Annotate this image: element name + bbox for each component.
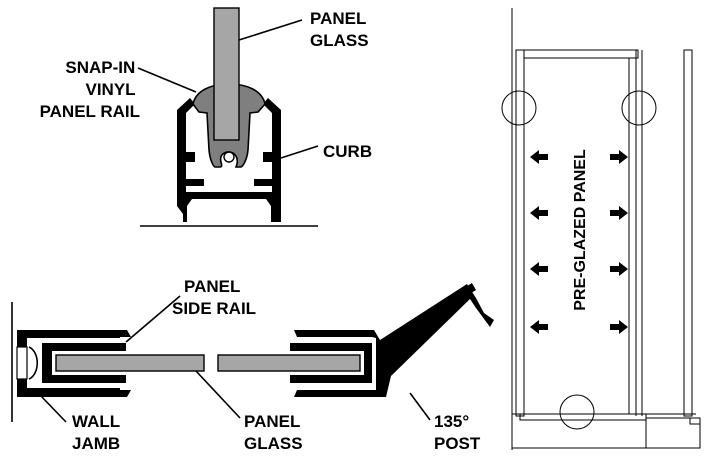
arrow-right-icon bbox=[610, 150, 628, 164]
arrow-left-icon bbox=[530, 206, 548, 220]
arrows-right bbox=[610, 150, 628, 334]
detail-circle-left bbox=[501, 90, 537, 126]
panel-side-rail-right bbox=[290, 343, 372, 383]
pre-glazed-panel bbox=[523, 57, 630, 415]
label-curb: CURB bbox=[323, 142, 372, 161]
label-wall-jamb: WALL JAMB bbox=[72, 412, 125, 453]
panel-glass-left bbox=[55, 354, 205, 372]
label-panel-side-rail: PANEL SIDE RAIL bbox=[172, 277, 256, 318]
elevation-post bbox=[683, 49, 693, 417]
detail-circle-bottom bbox=[559, 394, 595, 430]
wall-anchor bbox=[16, 346, 28, 380]
curb-section: PANEL GLASS SNAP-IN VINYL PANEL RAIL CUR… bbox=[40, 7, 372, 227]
plan-section: PANEL SIDE RAIL WALL JAMB PANEL GLASS 13… bbox=[11, 277, 494, 453]
elevation-section: PRE-GLAZED PANEL bbox=[501, 8, 701, 450]
arrow-left-icon bbox=[530, 150, 548, 164]
leader-snap-in bbox=[137, 67, 197, 93]
arrow-right-icon bbox=[610, 206, 628, 220]
arrow-right-icon bbox=[610, 262, 628, 276]
leader-curb bbox=[280, 145, 319, 159]
label-pre-glazed-panel: PRE-GLAZED PANEL bbox=[572, 149, 589, 311]
curb-tab-right bbox=[263, 152, 272, 162]
arrows-left bbox=[530, 150, 548, 334]
arrow-left-icon bbox=[530, 320, 548, 334]
curb-lip-right bbox=[254, 179, 272, 186]
leader-panel-glass-bottom bbox=[195, 370, 241, 419]
leader-post bbox=[409, 392, 431, 421]
label-panel-glass-bottom: PANEL GLASS bbox=[244, 412, 305, 453]
detail-circle-right bbox=[621, 90, 657, 126]
panel-glass-right bbox=[217, 354, 361, 372]
vinyl-rail-hole bbox=[223, 151, 235, 163]
wall-anchor-arc bbox=[28, 346, 39, 380]
label-snap-in-vinyl-panel-rail: SNAP-IN VINYL PANEL RAIL bbox=[40, 58, 140, 121]
elevation-curb bbox=[512, 413, 701, 449]
panel-glass-vertical bbox=[213, 7, 240, 141]
curb-profile bbox=[177, 98, 281, 222]
panel-side-rail-left bbox=[42, 343, 126, 383]
arrow-left-icon bbox=[530, 262, 548, 276]
leader-panel-glass-top bbox=[238, 19, 303, 41]
leader-wall-jamb bbox=[39, 394, 67, 423]
label-panel-glass-top: PANEL GLASS bbox=[310, 9, 371, 50]
curb-lip-left bbox=[186, 179, 204, 186]
curb-tab-left bbox=[186, 152, 195, 162]
arrow-right-icon bbox=[610, 320, 628, 334]
post-135-inner bbox=[381, 283, 476, 346]
label-135-post: 135° POST bbox=[434, 412, 481, 453]
elevation-top-rail bbox=[523, 49, 639, 59]
wall-jamb bbox=[17, 330, 131, 397]
elevation-jamb-left bbox=[515, 49, 525, 417]
leader-side-rail bbox=[125, 295, 181, 343]
